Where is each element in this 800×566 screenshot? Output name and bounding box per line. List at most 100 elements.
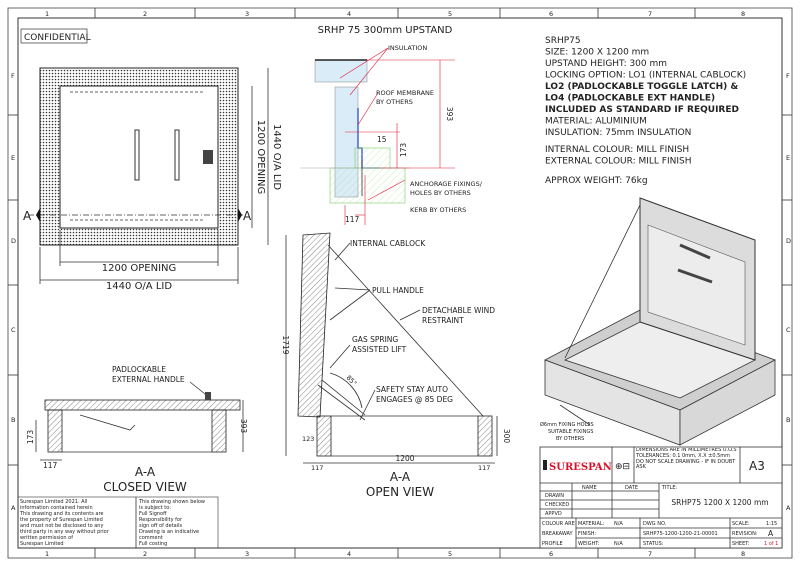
column-label: 1 [45,10,49,18]
material-label: MATERIAL: [578,521,605,527]
label-padlockable-handle: PADLOCKABLE [112,365,166,374]
row-label: F [786,72,790,80]
column-label: 8 [741,550,745,558]
column-label: 2 [143,550,147,558]
spec-insulation: INSULATION: 75mm INSULATION [545,128,691,138]
drawing-title: SRHP75 1200 X 1200 mm [671,498,768,507]
label-insulation: INSULATION [388,44,427,52]
view-title: CLOSED VIEW [103,480,187,494]
row-label: A [786,504,791,512]
dim-300: 300 [502,429,511,444]
spec-weight: APPROX WEIGHT: 76kg [545,176,648,186]
finish-label: FINISH: [578,531,596,537]
dim-123: 123 [302,435,314,443]
dim-height: 1719 [281,335,290,354]
detail-title: SRHP 75 300mm UPSTAND [318,25,453,36]
spec-line: SRHP75 [545,36,581,46]
general-notes: DIMENSIONS ARE IN MILLIMETRES U.O.S TOLE… [636,448,737,470]
upstand-detail: SRHP 75 300mm UPSTAND INSULATION ROOF ME… [300,25,483,225]
dim-393: 393 [239,419,248,434]
label-wind-restraint: RESTRAINT [422,316,464,325]
label-roof-membrane: ROOF MEMBRANE [376,89,434,97]
colour-label: BREAKAWAY [542,531,574,537]
dim-1200: 1200 [395,454,414,463]
checklist-line: is subject to: [139,505,171,511]
closed-view: PADLOCKABLE EXTERNAL HANDLE 173 393 117 … [26,365,248,494]
row-label: B [786,416,790,424]
confidential-label: CONFIDENTIAL [24,33,91,43]
spec-internal-colour: INTERNAL COLOUR: MILL FINISH [545,145,689,155]
plan-view: A A 1200 OPENING 1440 O/A LID 1200 OPENI… [23,67,282,292]
copyright-line: written permission of [20,535,73,541]
column-label: 6 [549,550,553,558]
dwg-no: SRHP75-1200-1200-21-00001 [643,531,718,537]
general-note: DIMENSIONS ARE IN MILLIMETRES U.O.S [636,448,737,453]
weight-label: WEIGHT: [578,541,600,547]
dim-opening-vertical: 1200 OPENING [255,120,266,195]
copyright-line: third party in any way without prior [20,529,110,535]
label-safety-stay: SAFETY STAY AUTO [376,385,448,394]
copyright-line: and must not be disclosed to any [20,523,103,529]
dwg-no-label: DWG NO. [643,521,667,527]
projection-symbol: ⊕⊟ [615,462,630,472]
dim-173: 173 [399,143,408,158]
copyright-line: Surespan Limited 2021. All [20,499,87,505]
spec-material: MATERIAL: ALUMINIUM [545,117,647,127]
copyright-line: the property of Surespan Limited [20,517,103,523]
fixing-note: Ø6mm FIXING HOLES [540,421,594,428]
copyright-line: This drawing and its contents are [19,511,103,517]
open-view: INTERNAL CABLOCK PULL HANDLE DETACHABLE … [281,232,511,499]
spec-bold-line: LO4 (PADLOCKABLE EXT HANDLE) [545,94,715,104]
checklist-line: Responsibility for [139,517,183,523]
dim-117: 117 [43,461,58,470]
sheet-value: 1 of 1 [764,541,778,547]
sheet-label: SHEET: [732,541,750,547]
row-label: B [11,416,15,424]
col-date: DATE [625,485,638,491]
status-label: STATUS: [643,541,664,547]
copyright-line: information contained herein [20,505,93,511]
label-kerb: KERB BY OTHERS [410,206,466,214]
label-safety-stay: ENGAGES @ 85 DEG [376,395,453,404]
spec-bold-line: INCLUDED AS STANDARD IF REQUIRED [545,105,739,115]
spec-line: LOCKING OPTION: LO1 (INTERNAL CABLOCK) [545,71,746,81]
spec-external-colour: EXTERNAL COLOUR: MILL FINISH [545,157,692,167]
label-gas-spring: ASSISTED LIFT [352,345,407,354]
label-wind-restraint: DETACHABLE WIND [422,306,495,315]
checklist-line: comment [139,535,163,541]
column-label: 4 [347,10,351,18]
checklist-line: Full Signoff [139,511,167,517]
title-block: SURESPAN ⊕⊟ DIMENSIONS ARE IN MILLIMETRE… [539,446,783,549]
column-label: 3 [245,550,249,558]
column-label: 7 [648,550,652,558]
sheet-size: A3 [749,459,765,473]
label-roof-membrane: BY OTHERS [376,98,413,106]
copyright-notes: Surespan Limited 2021. All information c… [17,496,219,549]
isometric-view: Ø6mm FIXING HOLES SUITABLE FIXINGS BY OT… [540,197,776,446]
revision-value: A [768,529,774,538]
checklist-line: Drawing is an indicative [139,529,199,535]
section-label: A-A [135,465,156,479]
column-label: 5 [448,550,452,558]
dim-117-right: 117 [478,464,490,472]
column-label: 3 [245,10,249,18]
colour-label: PROFILE [542,541,563,547]
section-marker-left: A [23,209,32,223]
dim-lid-vertical: 1440 O/A LID [271,124,282,190]
row-label: D [11,237,16,245]
section-marker-right: A [243,209,252,223]
label-anchorage: HOLES BY OTHERS [410,189,471,197]
material-value: N/A [614,521,623,527]
row-drawn: DRAWN [545,493,564,499]
dim-opening-horizontal: 1200 OPENING [102,263,177,274]
surespan-logo: SURESPAN [549,462,612,473]
scale-value: 1:15 [766,521,777,527]
revision-label: REVISION: [732,531,758,537]
label-internal-cablock: INTERNAL CABLOCK [350,239,426,248]
dim-117: 117 [345,215,360,224]
row-label: F [11,72,15,80]
spec-bold-line: LO2 (PADLOCKABLE TOGGLE LATCH) & [545,82,738,92]
column-label: 1 [45,550,49,558]
row-label: D [786,237,791,245]
